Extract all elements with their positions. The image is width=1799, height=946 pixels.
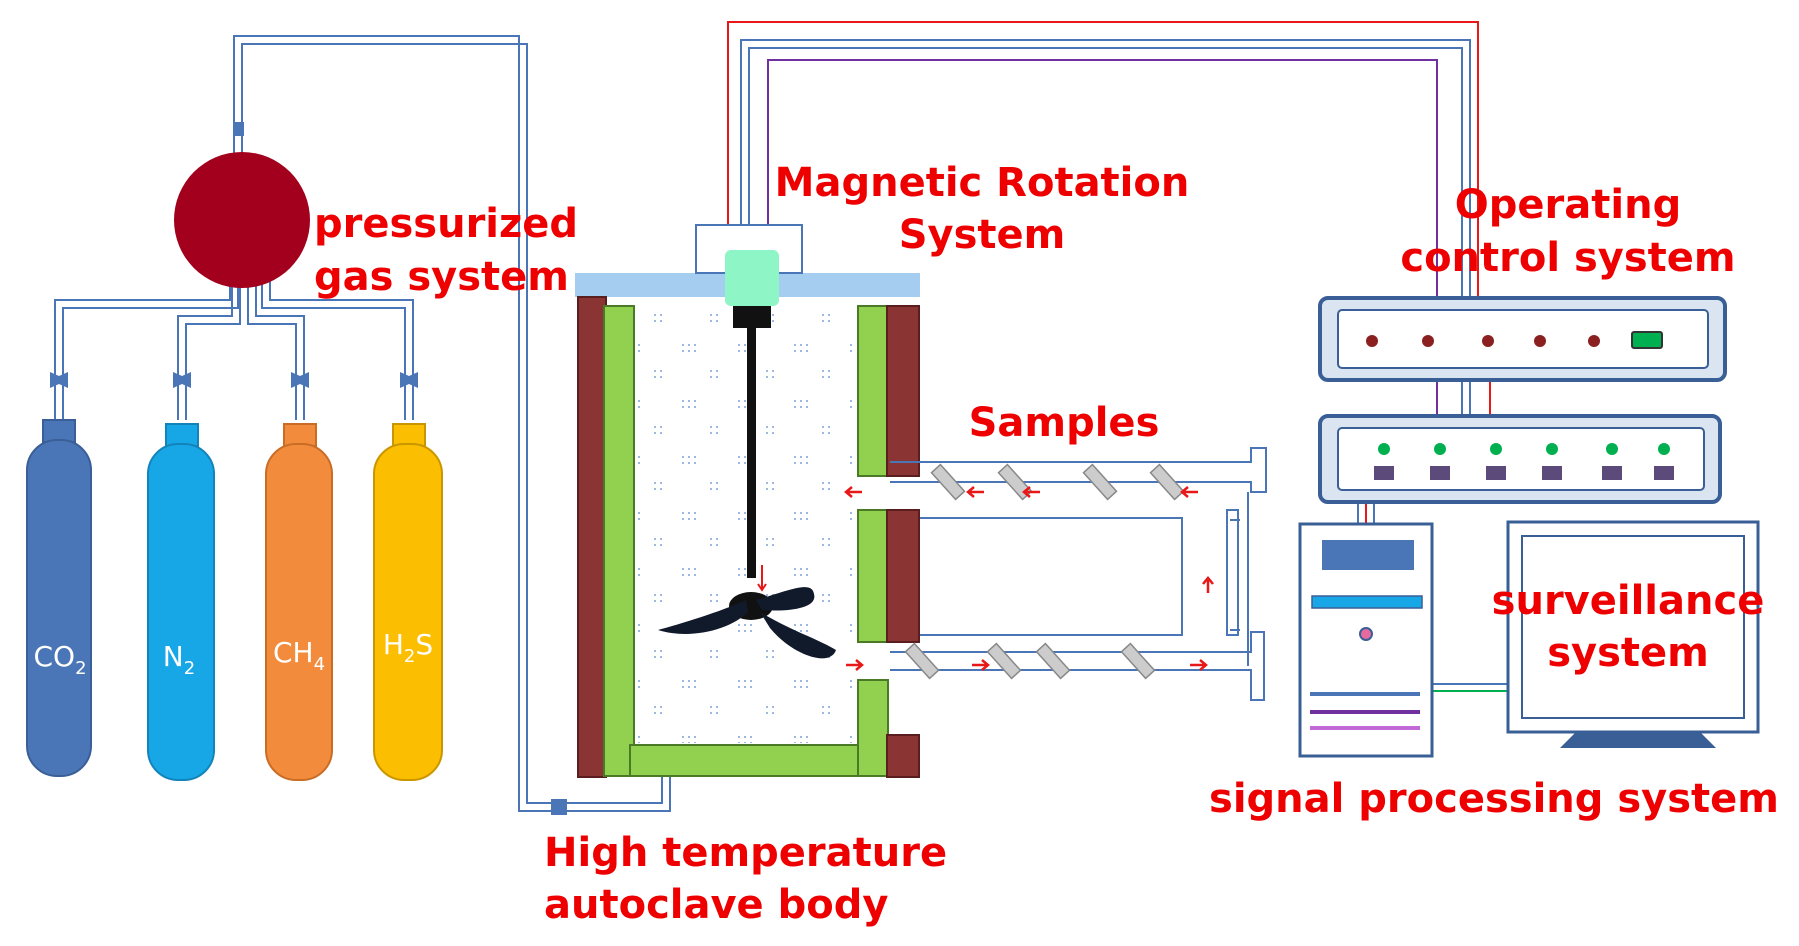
label-operating-control-line1: Operating [1455,182,1681,228]
sample-coupons [904,463,1185,680]
gas-label-co2: CO2 [33,640,86,679]
label-magnetic-rotation-line1: Magnetic Rotation [775,160,1190,206]
monitor [1506,520,1760,748]
label-pressurized-gas-line1: pressurized [314,201,578,247]
signal-control-box [1318,414,1722,504]
gas-pipes [54,35,671,812]
cylinder-n2 [147,423,215,781]
label-pressurized-gas-line2: gas system [314,254,569,300]
gas-label-h2s: H2S [383,628,433,667]
label-surveillance-line2: system [1547,630,1709,676]
flow-arrows [844,486,1214,671]
label-magnetic-rotation-line2: System [899,212,1066,258]
cylinder-ch4 [265,423,333,781]
signal-wires [727,21,1508,692]
operating-control-box [1318,296,1727,382]
valve-markers [50,122,567,815]
label-operating-control-line2: control system [1400,235,1735,281]
gas-label-ch4: CH4 [273,636,325,675]
cylinder-h2s [373,423,443,781]
label-samples: Samples [969,400,1160,446]
pressurized-gas-sphere [174,152,310,288]
magnetic-rotation-unit [658,224,836,659]
label-surveillance-line1: surveillance [1492,578,1765,624]
cylinder-co2 [26,419,92,777]
gas-label-n2: N2 [163,640,195,679]
sample-loop [890,447,1267,701]
label-autoclave-line2: autoclave body [544,882,888,928]
label-autoclave-line1: High temperature [544,830,947,876]
label-signal-processing: signal processing system [1209,776,1779,822]
computer-tower [1298,522,1434,758]
